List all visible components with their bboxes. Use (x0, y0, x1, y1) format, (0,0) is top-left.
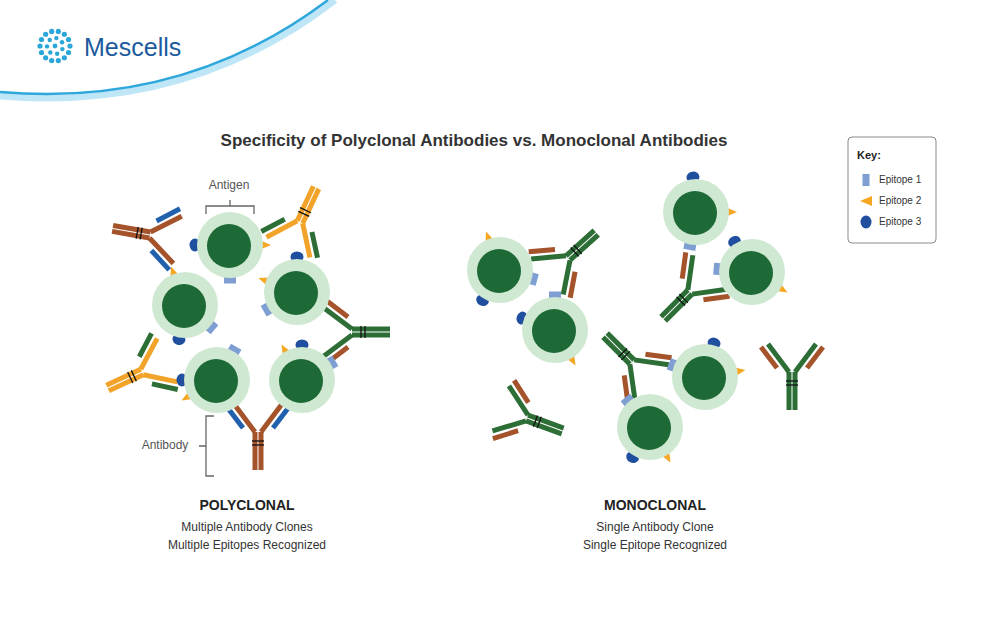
cell-nucleus (194, 359, 238, 403)
cell-nucleus (673, 191, 717, 235)
cell-body (184, 347, 250, 413)
cell-nucleus (682, 356, 726, 400)
legend-samples (860, 174, 872, 229)
title: Specificity of Polyclonal Antibodies vs.… (221, 131, 728, 151)
logo-icon (37, 29, 72, 63)
legend-text: Epitope 2 (879, 195, 921, 207)
cell-body (617, 394, 683, 460)
antigen-cell (667, 336, 746, 410)
legend-text: Epitope 1 (879, 174, 921, 186)
antigen-cell (467, 230, 539, 309)
legend-text: Epitope 3 (879, 216, 921, 228)
panel-heading: POLYCLONAL (199, 497, 294, 513)
panel-subtitle: Single Epitope Recognized (583, 539, 727, 553)
cell-body (264, 259, 330, 325)
cell-body (719, 239, 785, 305)
antibody (260, 174, 344, 260)
panel-heading: MONOCLONAL (604, 497, 706, 513)
epitope-3 (861, 216, 872, 229)
cell-nucleus (274, 271, 318, 315)
cell-body (197, 212, 263, 278)
cell-body (663, 179, 729, 245)
antibody (324, 301, 390, 363)
antigen-cell (177, 344, 251, 413)
antigen-cell (269, 340, 338, 414)
epitope-1 (863, 174, 870, 186)
epitope-2 (860, 196, 872, 206)
cell-body (152, 272, 218, 338)
antibody (94, 332, 180, 416)
header-swoosh (0, 0, 335, 98)
antibody (227, 404, 289, 470)
antibody-label: Antibody (142, 439, 189, 453)
antigen-bracket (206, 200, 254, 214)
cell-nucleus (162, 284, 206, 328)
antibody-bracket (199, 416, 214, 476)
antibody (490, 379, 573, 460)
cell-nucleus (729, 251, 773, 295)
panel-subtitle: Multiple Epitopes Recognized (168, 539, 326, 553)
antigen-cell (713, 234, 790, 305)
antigen-cell (617, 394, 683, 466)
header-ground (0, 0, 335, 98)
cell-body (269, 347, 335, 413)
header-swoosh (0, 0, 328, 94)
antigen-label: Antigen (209, 179, 250, 193)
key-heading: Key: (857, 149, 881, 162)
brand-name: Mescells (84, 33, 181, 62)
antibody (107, 198, 183, 271)
cell-body (672, 344, 738, 410)
cell-nucleus (477, 249, 521, 293)
cell-nucleus (532, 309, 576, 353)
cell-nucleus (207, 224, 251, 268)
key-box (848, 137, 936, 243)
cell-body (467, 237, 533, 303)
panel-subtitle: Multiple Antibody Clones (181, 521, 312, 535)
antigen-cell (663, 171, 737, 251)
antigen-cell (190, 212, 272, 284)
antibody (761, 344, 823, 410)
antibody (526, 210, 617, 300)
cell-nucleus (627, 406, 671, 450)
cell-body (522, 297, 588, 363)
cell-nucleus (279, 359, 323, 403)
antibody (583, 313, 674, 404)
antigen-cell (515, 292, 588, 369)
antigen-cell (257, 252, 330, 326)
antibody (641, 250, 732, 341)
panel-subtitle: Single Antibody Clone (596, 521, 713, 535)
antigen-cell (152, 265, 218, 346)
